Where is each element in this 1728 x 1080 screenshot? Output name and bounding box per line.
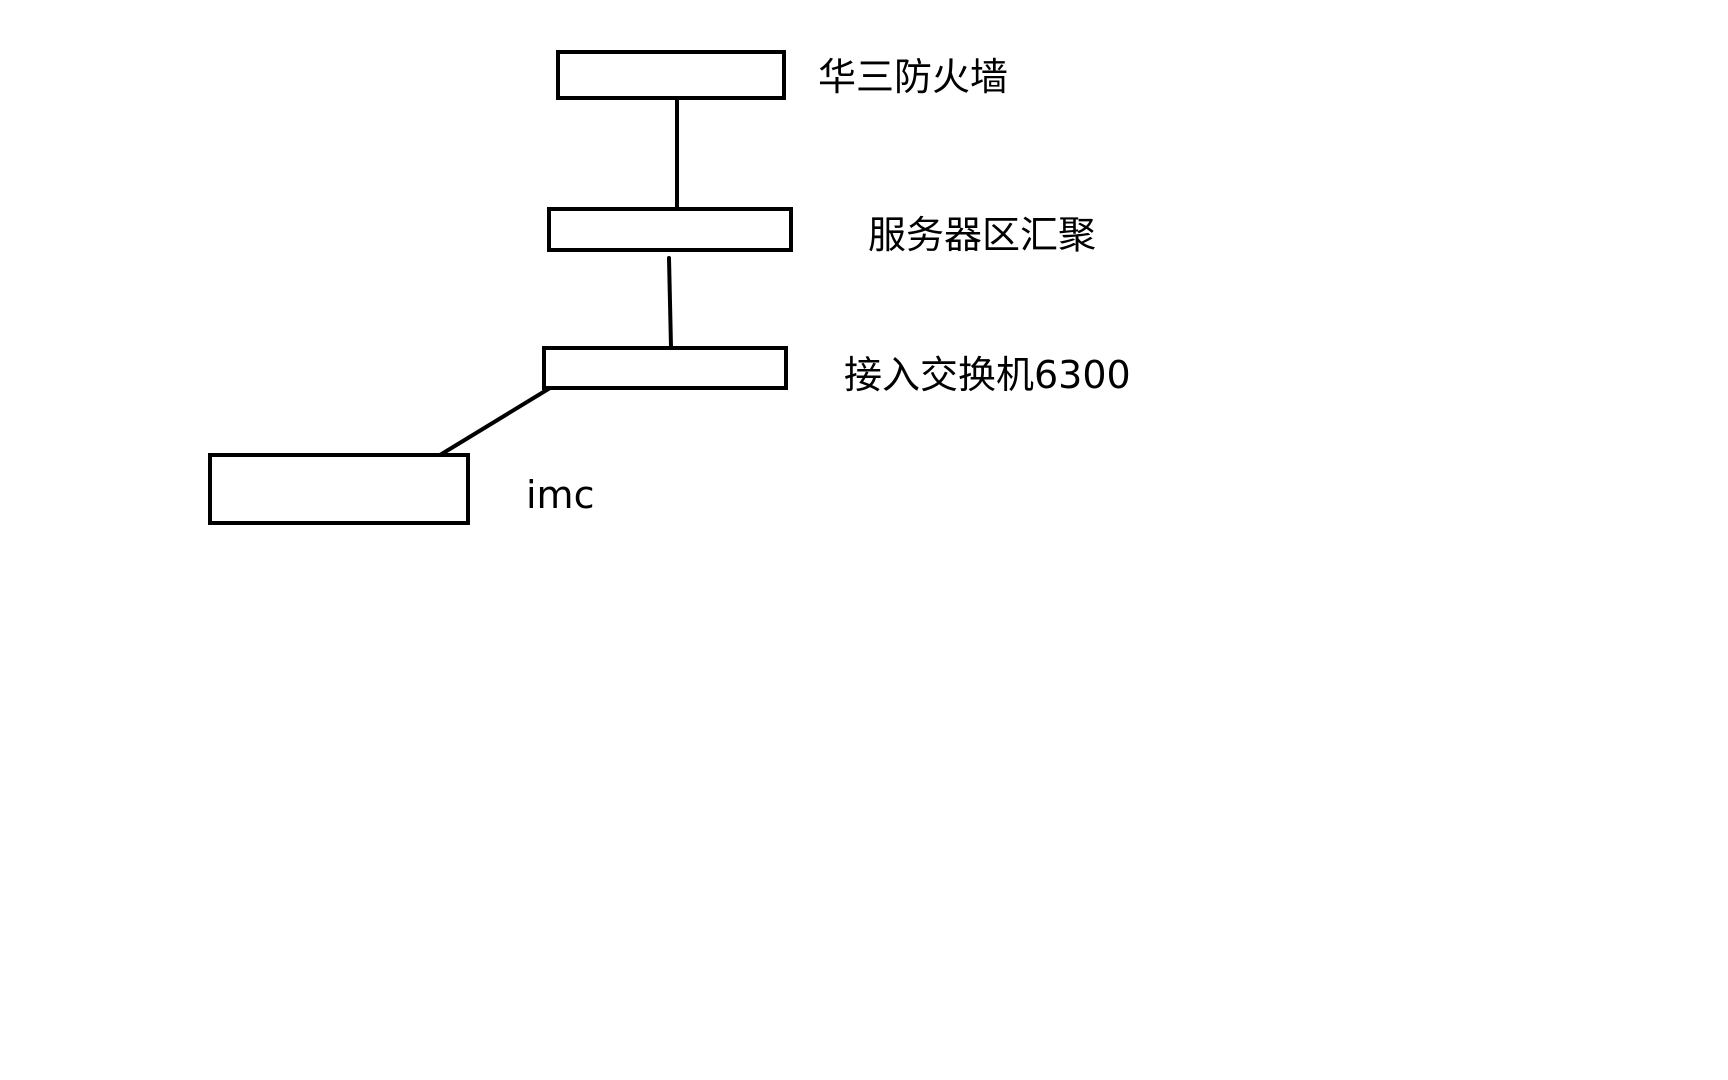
firewall-label: 华三防火墙 xyxy=(818,55,1009,99)
aggregation-label: 服务器区汇聚 xyxy=(868,213,1097,257)
imc-node xyxy=(208,453,470,525)
firewall-node xyxy=(556,50,786,100)
aggregation-node xyxy=(547,207,793,252)
imc-label: imc xyxy=(526,473,595,517)
access-switch-label: 接入交换机6300 xyxy=(844,353,1131,397)
access-switch-node xyxy=(542,346,788,390)
edge-aggregation-access xyxy=(667,256,673,349)
edge-access-imc xyxy=(438,386,552,457)
